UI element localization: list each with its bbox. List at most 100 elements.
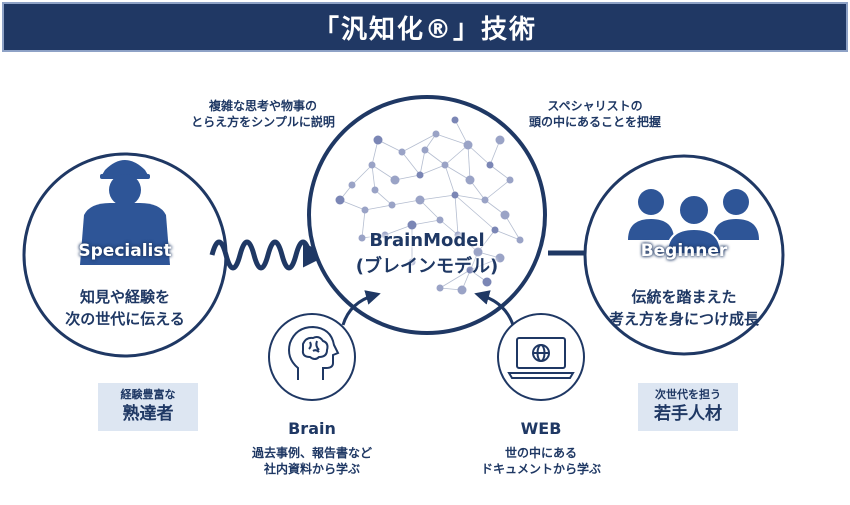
specialist-tag-small: 経験豊富な xyxy=(120,388,176,401)
beginner-tag-big: 若手人材 xyxy=(654,404,722,424)
caption-right-line-1: スペシャリストの xyxy=(547,99,643,113)
web-source-description: 世の中にある ドキュメントから学ぶ xyxy=(451,445,631,477)
specialist-desc-line-2: 次の世代に伝える xyxy=(65,310,185,328)
network-graph-icon xyxy=(335,116,524,295)
network-link xyxy=(454,194,496,231)
arrow-brain-to-model xyxy=(341,290,381,326)
network-link xyxy=(489,164,511,181)
network-node xyxy=(368,161,376,169)
network-node xyxy=(348,181,356,189)
specialist-tag-big: 熟達者 xyxy=(122,404,174,424)
network-node xyxy=(358,234,366,242)
network-link xyxy=(361,234,386,239)
page-title: 「汎知化®」技術 xyxy=(312,14,537,45)
network-node xyxy=(436,284,444,292)
network-link xyxy=(477,229,496,253)
brain-source-circle xyxy=(268,313,356,401)
brainmodel-name-line-2: (ブレインモデル) xyxy=(355,256,499,277)
network-node xyxy=(441,161,449,169)
network-link xyxy=(494,229,521,241)
network-node xyxy=(495,135,505,145)
network-node xyxy=(516,236,524,244)
network-node xyxy=(506,176,514,184)
network-node xyxy=(486,161,494,169)
beginner-desc-line-1: 伝統を踏まえた xyxy=(631,288,737,306)
network-link xyxy=(411,219,441,226)
network-node xyxy=(451,116,459,124)
network-link xyxy=(444,164,456,196)
network-node xyxy=(482,277,492,287)
network-link xyxy=(467,144,471,181)
network-node xyxy=(415,195,425,205)
caption-left-line-2: とらえ方をシンプルに説明 xyxy=(191,115,335,129)
brainmodel-name: BrainModel (ブレインモデル) xyxy=(347,228,507,280)
web-source-circle xyxy=(497,313,585,401)
network-link xyxy=(454,119,469,146)
brainmodel-name-line-1: BrainModel xyxy=(369,230,485,251)
network-link xyxy=(419,194,456,201)
network-node xyxy=(390,175,400,185)
network-link xyxy=(439,219,459,236)
caption-left-line-1: 複雑な思考や物事の xyxy=(208,99,317,113)
network-link xyxy=(384,224,413,236)
network-node xyxy=(371,186,379,194)
network-node xyxy=(500,210,510,220)
network-node xyxy=(465,175,475,185)
web-source-title: WEB xyxy=(520,419,562,438)
network-link xyxy=(371,164,396,181)
network-link xyxy=(435,133,469,146)
network-node xyxy=(398,148,406,156)
network-node xyxy=(416,171,424,179)
beginner-tag-small: 次世代を担う xyxy=(655,388,721,401)
beginner-label: Beginner xyxy=(640,241,728,261)
network-node xyxy=(495,253,505,263)
network-link xyxy=(467,144,491,166)
network-node xyxy=(451,191,459,199)
specialist-worker-icon xyxy=(80,160,170,265)
network-node xyxy=(373,135,383,145)
network-link xyxy=(401,133,437,153)
network-link xyxy=(504,214,521,241)
network-node xyxy=(436,216,444,224)
title-banner: 「汎知化®」技術 xyxy=(2,2,848,52)
brain-head-icon xyxy=(288,325,340,380)
brain-source-desc-line-2: 社内資料から学ぶ xyxy=(263,462,360,476)
network-node xyxy=(408,258,416,266)
brainmodel-circle xyxy=(307,95,547,335)
network-link xyxy=(364,204,393,211)
network-node xyxy=(481,196,489,204)
people-group-icon xyxy=(628,189,759,255)
network-node xyxy=(388,201,396,209)
network-link xyxy=(454,194,486,201)
caption-right-line-2: 頭の中にあることを把握 xyxy=(528,115,661,129)
spring-connector xyxy=(209,239,328,271)
network-link xyxy=(424,149,446,166)
arrow-web-to-model xyxy=(474,290,515,326)
network-node xyxy=(466,266,474,274)
network-node xyxy=(381,231,389,239)
network-link xyxy=(419,164,446,176)
network-link xyxy=(419,149,426,176)
beginner-description: 伝統を踏まえた 考え方を身につけ成長 xyxy=(604,286,764,330)
brain-source-description: 過去事例、報告書など 社内資料から学ぶ xyxy=(222,445,402,477)
network-link xyxy=(374,189,393,206)
specialist-label: Specialist xyxy=(78,241,172,261)
brain-source-desc-line-1: 過去事例、報告書など xyxy=(251,446,372,460)
network-node xyxy=(473,247,483,257)
web-source-desc-line-1: 世の中にある xyxy=(504,446,577,460)
brain-source-title: Brain xyxy=(288,419,336,438)
network-link xyxy=(361,209,366,239)
network-node xyxy=(432,130,440,138)
network-node xyxy=(457,285,467,295)
network-link xyxy=(351,164,373,186)
brainmodel-caption-right: スペシャリストの 頭の中にあることを把握 xyxy=(510,98,680,130)
network-link xyxy=(469,257,501,271)
web-source-desc-line-2: ドキュメントから学ぶ xyxy=(480,462,601,476)
network-link xyxy=(444,144,469,166)
network-node xyxy=(463,140,473,150)
network-link xyxy=(401,151,421,176)
network-node xyxy=(454,231,462,239)
network-link xyxy=(444,164,471,181)
network-link xyxy=(371,164,376,191)
